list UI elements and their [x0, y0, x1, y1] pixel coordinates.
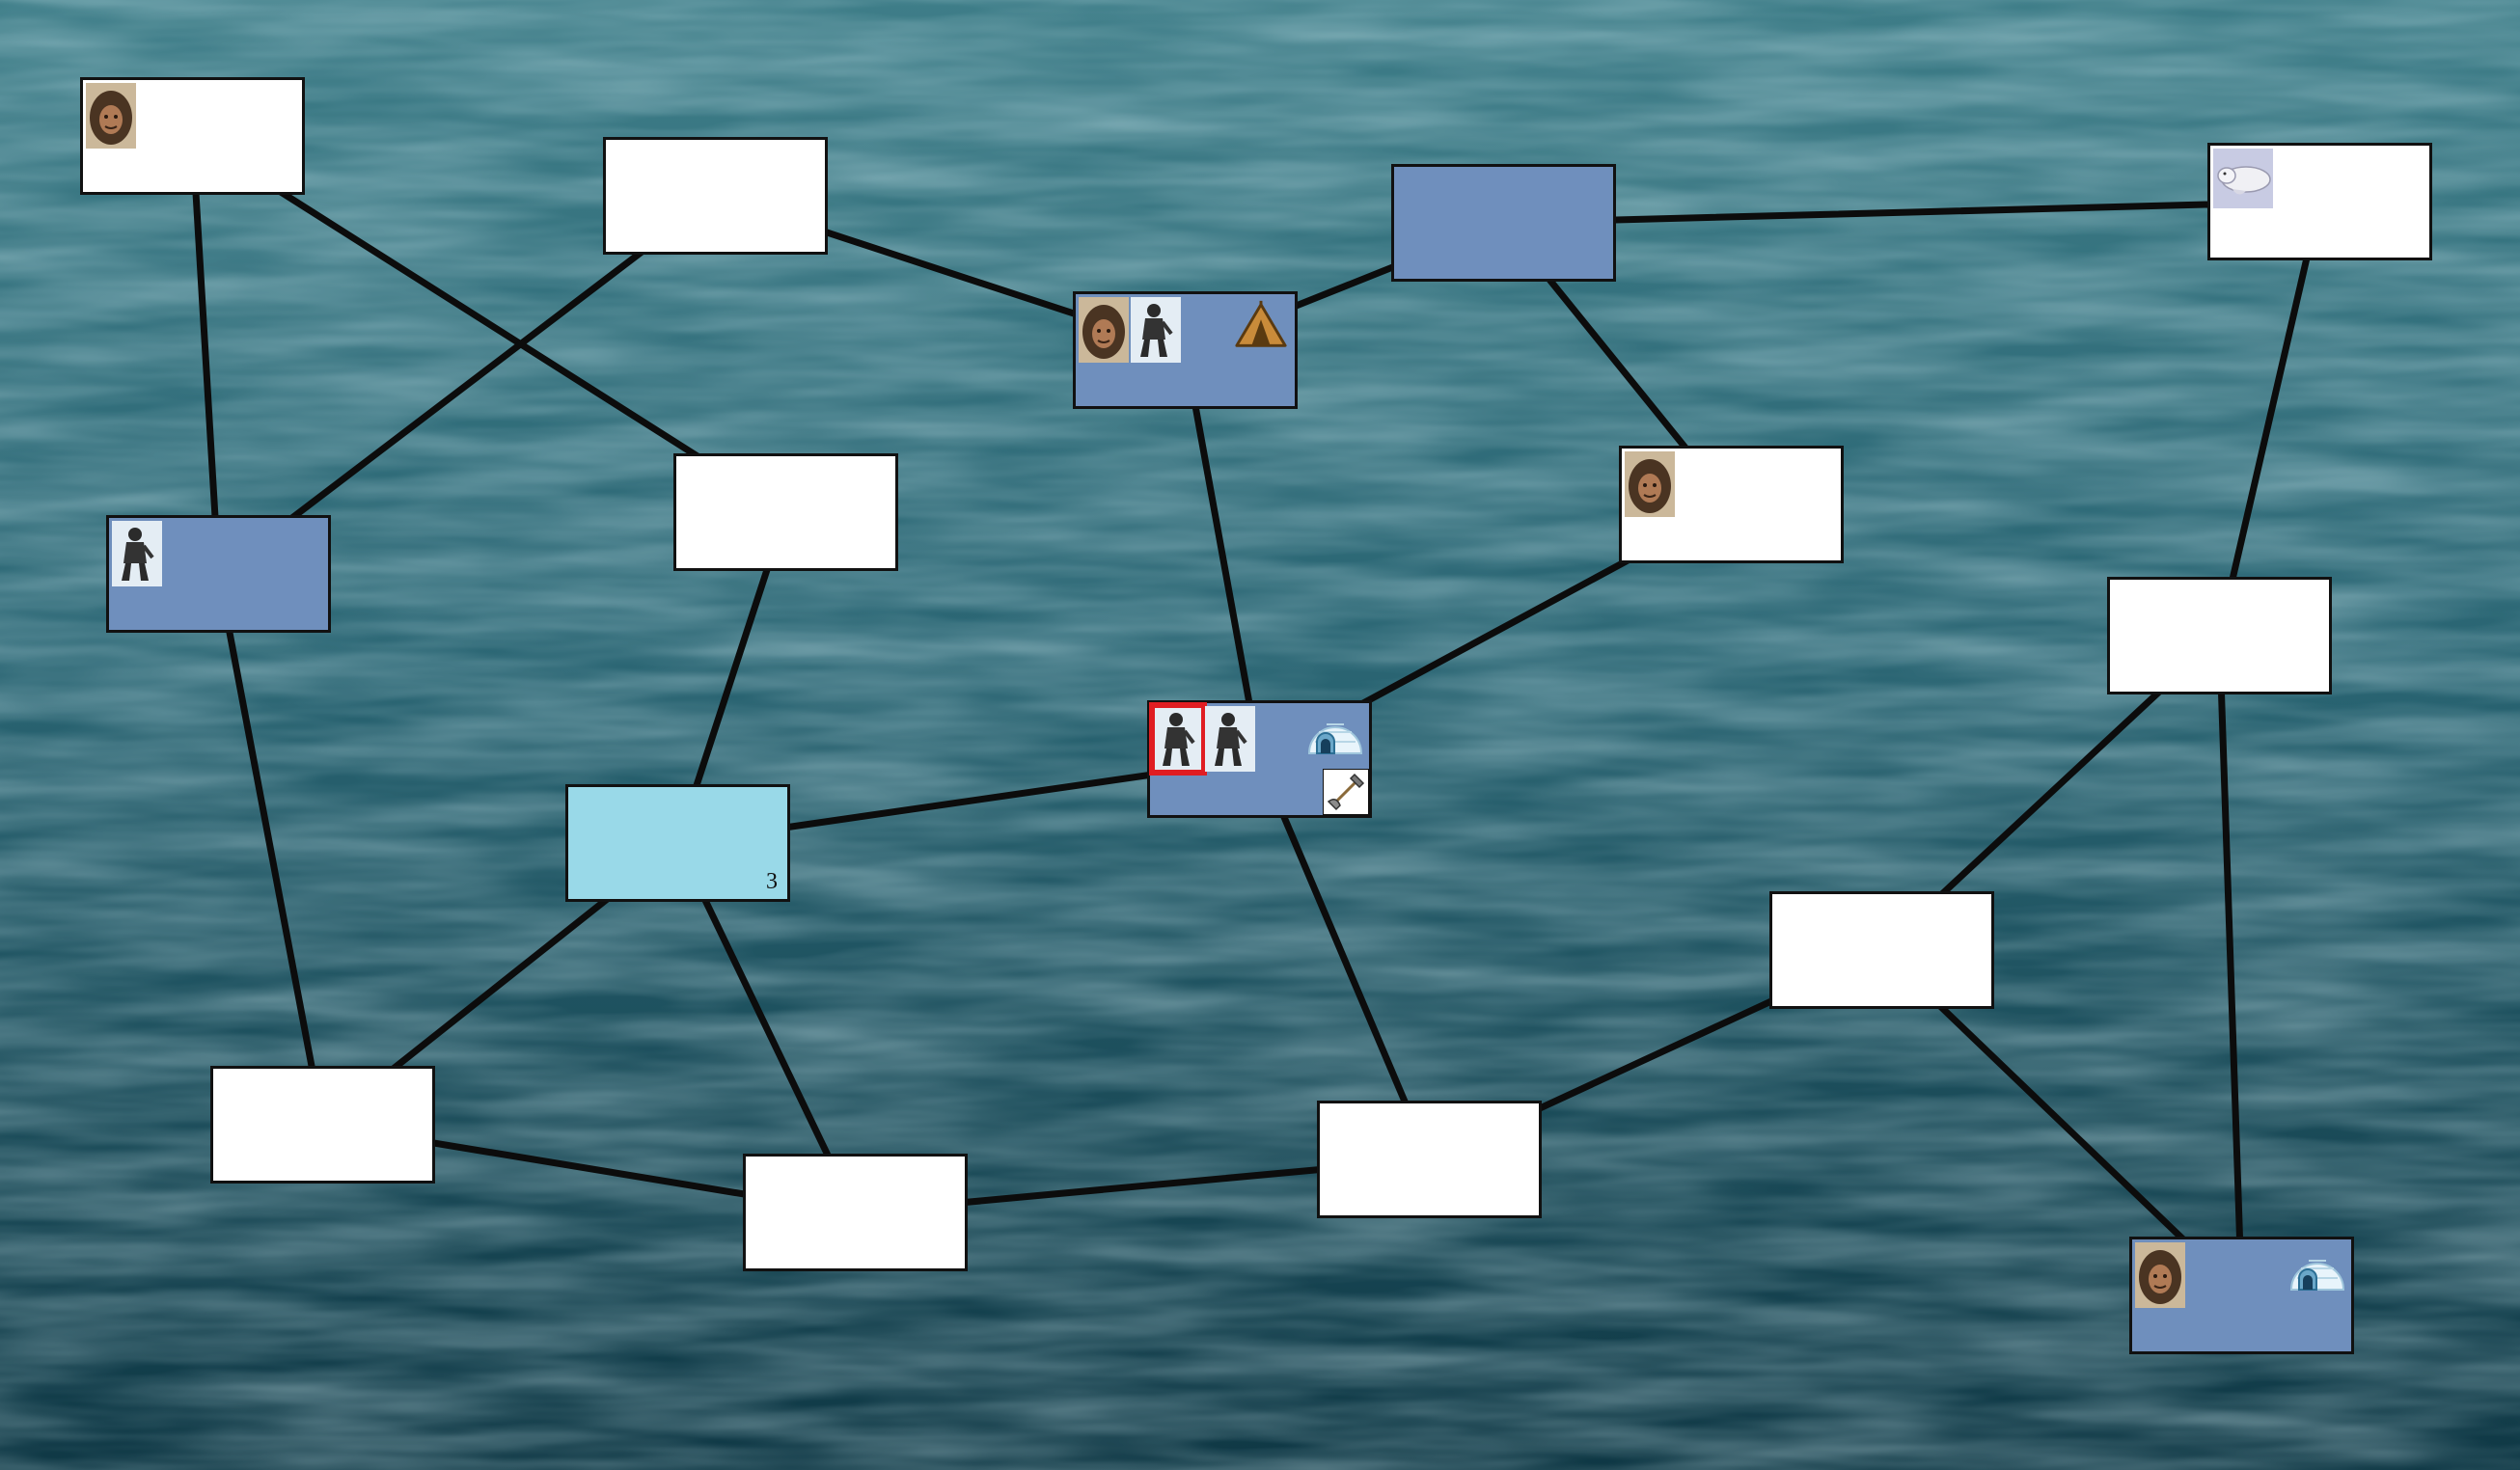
board-tile[interactable]	[673, 453, 898, 571]
board-tile[interactable]	[1073, 291, 1298, 409]
inuit-hunter-icon[interactable]	[2135, 1242, 2185, 1308]
board-tile[interactable]	[1619, 446, 1844, 563]
board-tile[interactable]	[80, 77, 305, 195]
inuit-hunter-icon[interactable]	[1625, 451, 1675, 517]
inuit-hunter-icon[interactable]	[1079, 297, 1129, 363]
beluga-whale-icon[interactable]	[2213, 149, 2273, 208]
igloo-icon	[2287, 1243, 2347, 1293]
board-tile[interactable]	[1317, 1101, 1542, 1218]
board-tile[interactable]: 3	[565, 784, 790, 902]
arctic-explorer-icon[interactable]	[1149, 702, 1207, 776]
board-tile[interactable]	[603, 137, 828, 255]
arctic-explorer-icon[interactable]	[112, 521, 162, 586]
board-tile[interactable]	[1147, 700, 1372, 818]
tile-count: 3	[766, 869, 778, 894]
board-tile[interactable]	[743, 1154, 968, 1271]
board-tile[interactable]	[106, 515, 331, 633]
board-tile[interactable]	[2129, 1237, 2354, 1354]
board-tile[interactable]	[2207, 143, 2432, 260]
arctic-explorer-icon[interactable]	[1205, 706, 1255, 772]
board-tile[interactable]	[1769, 891, 1994, 1009]
board-tile[interactable]	[1391, 164, 1616, 282]
board-tile[interactable]	[210, 1066, 435, 1184]
inuit-hunter-icon[interactable]	[86, 83, 136, 149]
tent-icon	[1233, 300, 1289, 350]
board-tile[interactable]	[2107, 577, 2332, 694]
shovel-icon	[1323, 769, 1369, 815]
igloo-icon	[1305, 707, 1365, 757]
arctic-explorer-icon[interactable]	[1131, 297, 1181, 363]
